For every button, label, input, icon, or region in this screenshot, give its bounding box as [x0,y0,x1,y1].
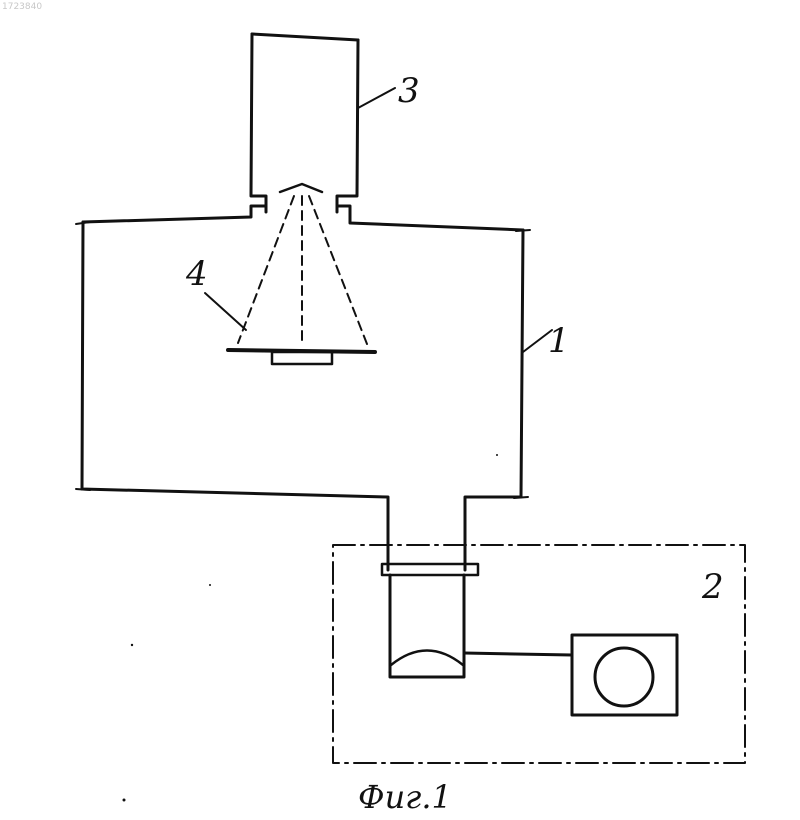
chamber-top-right [337,206,523,230]
chamber-top-left [83,206,266,222]
source-tube-right-wall [337,40,358,212]
scan-speck [496,454,498,456]
readout-dial [595,648,653,706]
detector-window [391,651,463,666]
detector-housing [390,575,464,677]
label-source: 3 [398,71,420,111]
chamber-left-and-bottom [82,222,388,570]
chamber-corner-tick [76,489,90,490]
chamber-corner-tick [76,222,90,224]
source-tube-left-wall [251,34,266,212]
scan-speck [131,644,133,646]
leader-line-4 [205,293,246,330]
cone-apex-mark [280,184,322,192]
signal-cable [464,653,572,655]
scan-speck [209,584,211,586]
target-mount [272,352,332,364]
leader-line-3 [358,88,395,108]
scan-speck [123,799,126,802]
cone-right-edge [309,196,367,344]
figure-caption: Фиг.1 [358,778,452,816]
chamber-corner-tick [514,497,528,498]
source-tube-top [252,34,358,40]
label-chamber: 1 [548,321,570,361]
label-detector-unit: 2 [701,567,724,607]
label-target: 4 [185,254,208,294]
chamber-right-and-bottom [465,230,523,570]
detector-unit [333,545,745,763]
scan-specks [123,454,499,802]
document-number: 1723840 [2,2,42,12]
target-holder [228,350,375,364]
emission-cone [238,184,367,345]
chamber-corner-tick [516,230,530,231]
